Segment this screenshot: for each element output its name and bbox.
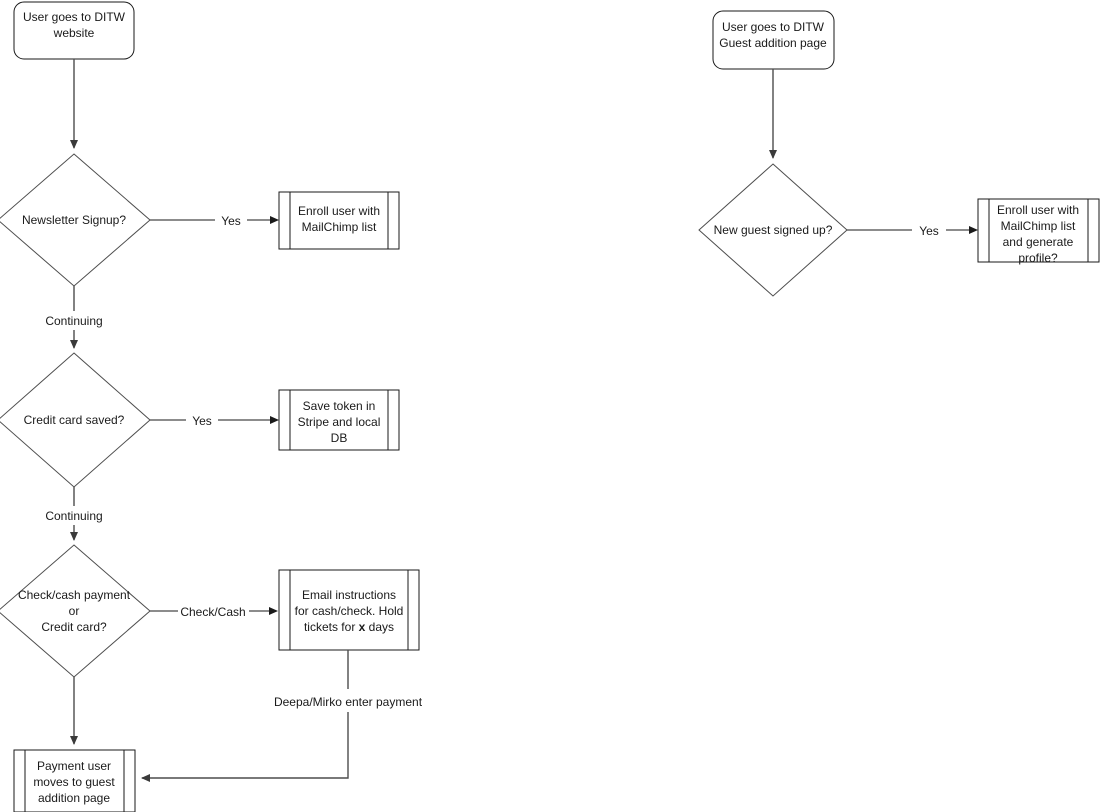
edge-label-new-guest-yes: Yes bbox=[919, 224, 939, 238]
node-payment-user-moves-to-guest-addition[interactable]: Payment user moves to guest addition pag… bbox=[13, 749, 136, 812]
edge-label-newsletter-yes: Yes bbox=[221, 214, 241, 228]
node-user-goes-to-ditw-website[interactable]: User goes to DITW website bbox=[13, 1, 135, 60]
node-label-line3-bold: x bbox=[359, 620, 366, 634]
node-label-line1: Save token in bbox=[303, 399, 376, 413]
node-label-line4: profile? bbox=[1018, 251, 1058, 265]
node-label-line2: for cash/check. Hold bbox=[295, 604, 404, 618]
node-label-line3: and generate bbox=[1003, 235, 1074, 249]
node-label-line1: Newsletter Signup? bbox=[22, 213, 126, 227]
node-label-line3: addition page bbox=[38, 791, 110, 805]
predefined-process-shape bbox=[977, 198, 1100, 263]
predefined-process-shape bbox=[278, 569, 420, 651]
node-credit-card-saved-decision[interactable]: Credit card saved? bbox=[0, 352, 151, 488]
node-label-line2: Guest addition page bbox=[719, 36, 827, 50]
node-label-line1: Credit card saved? bbox=[24, 413, 125, 427]
node-label-line2: moves to guest bbox=[33, 775, 115, 789]
node-label-line3: tickets for x days bbox=[304, 620, 394, 634]
node-save-token-stripe[interactable]: Save token in Stripe and local DB bbox=[278, 389, 400, 451]
edge-label-newsletter-continuing: Continuing bbox=[45, 314, 102, 328]
node-label-line1: User goes to DITW bbox=[722, 20, 825, 34]
node-label-line1: New guest signed up? bbox=[714, 223, 833, 237]
node-email-instructions[interactable]: Email instructions for cash/check. Hold … bbox=[278, 569, 420, 651]
edge-deepa-mirko-lower bbox=[141, 712, 349, 782]
node-label-line2: or bbox=[69, 604, 80, 618]
node-label-line3: DB bbox=[331, 431, 348, 445]
node-label-line3: Credit card? bbox=[41, 620, 107, 634]
node-label-line1: Email instructions bbox=[302, 588, 396, 602]
node-user-goes-to-ditw-guest-addition-page[interactable]: User goes to DITW Guest addition page bbox=[712, 10, 835, 70]
node-label-line2: MailChimp list bbox=[302, 220, 377, 234]
edge-label-credit-card-continuing: Continuing bbox=[45, 509, 102, 523]
node-label-line2: website bbox=[53, 26, 95, 40]
decision-shape bbox=[698, 163, 848, 297]
node-label-line3-pre: tickets for bbox=[304, 620, 359, 634]
edge-label-check-cash: Check/Cash bbox=[180, 605, 245, 619]
node-label-line1: Payment user bbox=[37, 759, 111, 773]
node-enroll-user-mailchimp[interactable]: Enroll user with MailChimp list bbox=[278, 191, 400, 250]
node-label-line1: Enroll user with bbox=[997, 203, 1079, 217]
edge-label-deepa-mirko: Deepa/Mirko enter payment bbox=[274, 695, 423, 709]
node-label-line2: MailChimp list bbox=[1001, 219, 1076, 233]
edge-label-credit-card-yes: Yes bbox=[192, 414, 212, 428]
node-label-line2: Stripe and local bbox=[298, 415, 381, 429]
predefined-process-shape bbox=[13, 749, 136, 812]
node-label-line1: User goes to DITW bbox=[23, 10, 126, 24]
node-new-guest-signed-up-decision[interactable]: New guest signed up? bbox=[698, 163, 848, 297]
node-payment-type-decision[interactable]: Check/cash payment or Credit card? bbox=[0, 544, 151, 678]
node-label-line3-post: days bbox=[365, 620, 394, 634]
node-label-line1: Check/cash payment bbox=[18, 588, 131, 602]
node-newsletter-signup-decision[interactable]: Newsletter Signup? bbox=[0, 153, 151, 287]
node-enroll-user-and-generate-profile[interactable]: Enroll user with MailChimp list and gene… bbox=[977, 198, 1100, 265]
predefined-process-shape bbox=[278, 389, 400, 451]
predefined-process-shape bbox=[278, 191, 400, 250]
node-label-line1: Enroll user with bbox=[298, 204, 380, 218]
